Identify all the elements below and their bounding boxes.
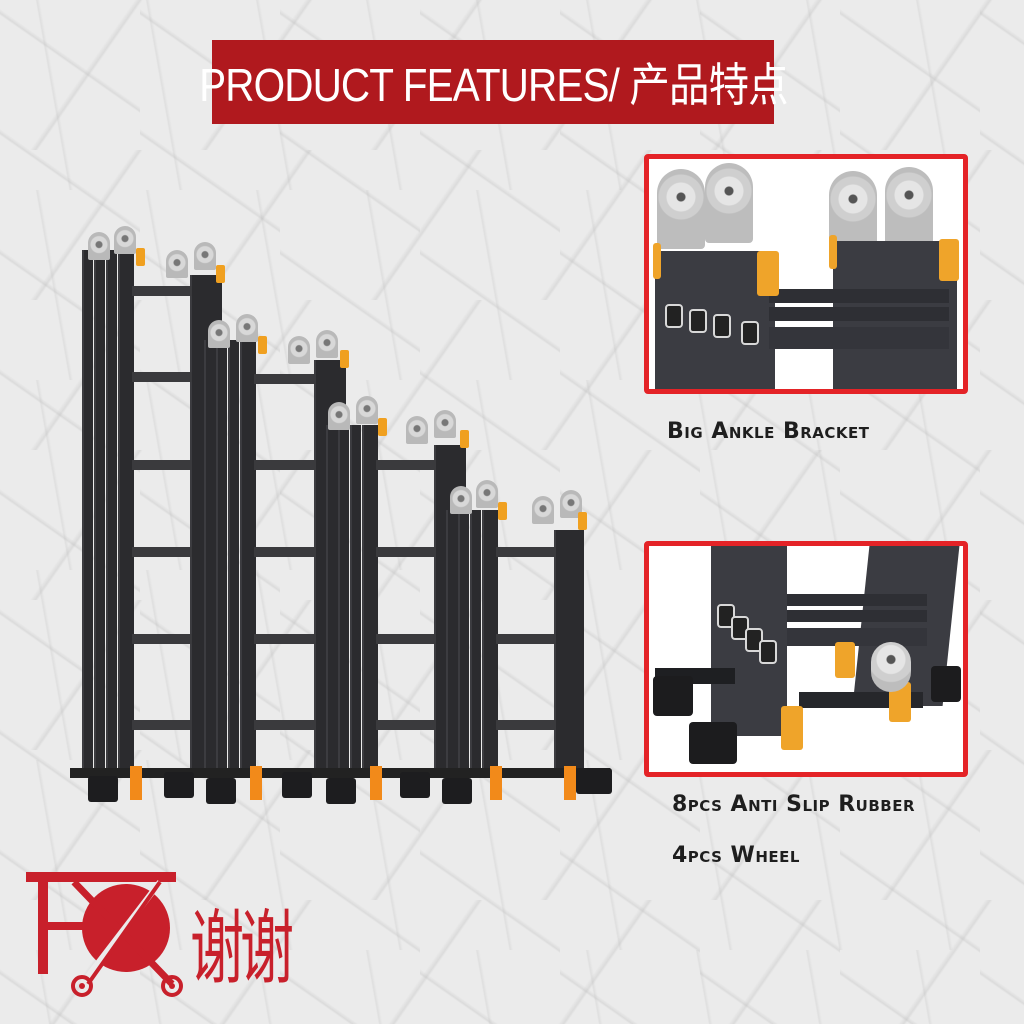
banner-title: PRODUCT FEATURES/ 产品特点	[198, 59, 789, 111]
caption-anti-slip-rubber: 8pcs Anti Slip Rubber	[672, 792, 916, 817]
logo-text: 谢谢	[190, 901, 294, 997]
logo-cart-icon	[26, 872, 183, 997]
caption-wheels: 4pcs Wheel	[672, 843, 800, 868]
feature-image-anti-slip-base	[644, 541, 968, 777]
product-features-banner: PRODUCT FEATURES/ 产品特点	[199, 40, 788, 124]
feature-image-ankle-bracket	[644, 154, 968, 394]
caption-big-ankle-bracket: Big Ankle Bracket	[667, 419, 870, 444]
main-ladder-image	[70, 220, 630, 810]
brand-logo: 谢谢	[22, 866, 302, 998]
